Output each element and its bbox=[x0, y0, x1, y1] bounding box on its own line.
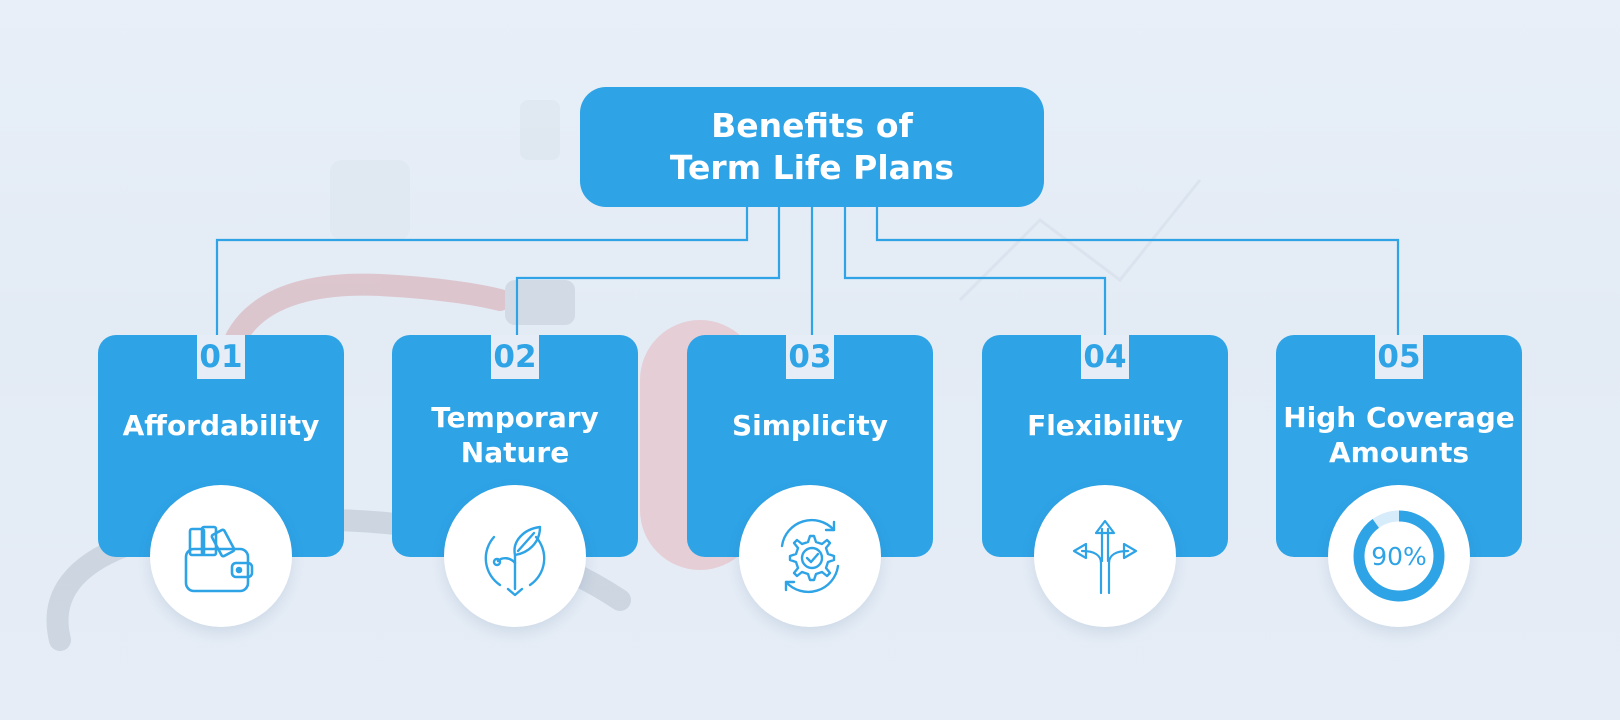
connector-02 bbox=[515, 207, 781, 335]
connector-01 bbox=[215, 207, 749, 335]
coverage-ring-fill bbox=[1353, 510, 1445, 602]
benefit-card-temporary-nature: 02 Temporary Nature bbox=[392, 335, 638, 627]
benefit-number: 05 bbox=[1375, 335, 1423, 379]
progress-ring-icon: 90% bbox=[1328, 485, 1470, 627]
benefit-label: Simplicity bbox=[731, 408, 888, 442]
benefit-number: 02 bbox=[491, 335, 539, 379]
diagram-title-line1: Benefits of bbox=[711, 106, 913, 145]
benefit-label: Temporary Nature bbox=[392, 399, 638, 471]
benefit-card-simplicity: 03 Simplicity bbox=[687, 335, 933, 627]
benefit-label: High Coverage Amounts bbox=[1276, 399, 1522, 471]
benefit-label-line2: Amounts bbox=[1329, 436, 1469, 469]
benefit-number: 04 bbox=[1081, 335, 1129, 379]
benefit-label-line1: Temporary bbox=[431, 401, 599, 434]
diagram-title-box: Benefits of Term Life Plans bbox=[580, 87, 1044, 207]
branching-arrows-icon bbox=[1034, 485, 1176, 627]
connector-04 bbox=[843, 207, 1107, 335]
coverage-percent-text: 90% bbox=[1371, 542, 1427, 571]
benefit-number: 03 bbox=[786, 335, 834, 379]
benefit-card-flexibility: 04 Flexibility bbox=[982, 335, 1228, 627]
benefit-label: Affordability bbox=[122, 408, 320, 442]
plant-sprout-icon bbox=[444, 485, 586, 627]
benefit-number: 01 bbox=[197, 335, 245, 379]
benefit-label-line1: High Coverage bbox=[1283, 401, 1515, 434]
benefit-card-affordability: 01 Affordability bbox=[98, 335, 344, 627]
benefit-label-line2: Nature bbox=[460, 436, 570, 469]
benefit-card-high-coverage: 05 High Coverage Amounts 90% bbox=[1276, 335, 1522, 627]
connector-05 bbox=[875, 207, 1400, 335]
diagram-title-line2: Term Life Plans bbox=[669, 148, 955, 187]
benefit-label: Flexibility bbox=[1027, 408, 1183, 442]
wallet-icon bbox=[150, 485, 292, 627]
gear-cycle-icon bbox=[739, 485, 881, 627]
